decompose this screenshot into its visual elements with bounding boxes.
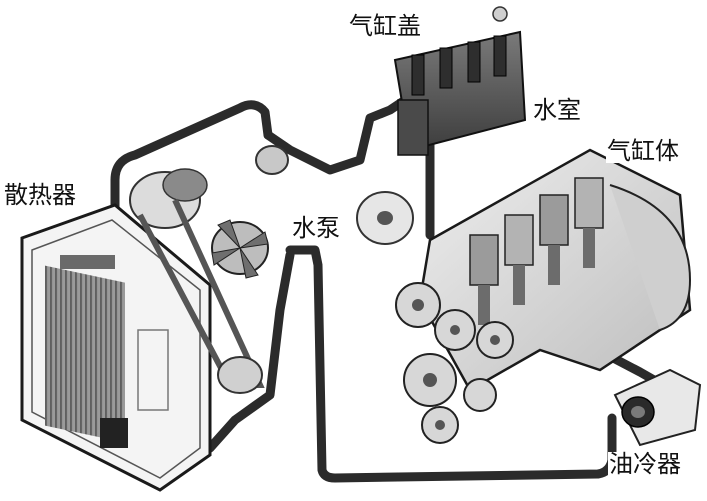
radiator-core [45, 265, 125, 443]
pipe-upper-return [263, 95, 410, 175]
radiator-cap [492, 6, 508, 22]
label-water-jacket: 水室 [532, 96, 582, 124]
radiator [20, 203, 212, 492]
fan-blades [211, 219, 269, 279]
radiator-side-panel [137, 329, 169, 411]
fan-belt-assembly [129, 145, 414, 394]
crank-pulley [217, 356, 263, 394]
oil-cooler [613, 368, 702, 447]
label-water-pump: 水泵 [291, 214, 341, 242]
flywheel [609, 184, 692, 331]
label-cylinder-head: 气缸盖 [348, 12, 422, 40]
pipe-radiator-top [110, 100, 273, 245]
cylinder-block [395, 148, 692, 444]
pistons [469, 177, 604, 325]
label-oil-cooler: 油冷器 [608, 450, 682, 478]
radiator-outlet [100, 418, 128, 448]
radiator-top-tank [60, 255, 115, 269]
label-radiator: 散热器 [3, 181, 77, 209]
thermostat-housing [255, 145, 289, 175]
cylinder-head [393, 6, 527, 156]
timing-gears [395, 282, 514, 444]
label-cylinder-block: 气缸体 [606, 137, 680, 165]
